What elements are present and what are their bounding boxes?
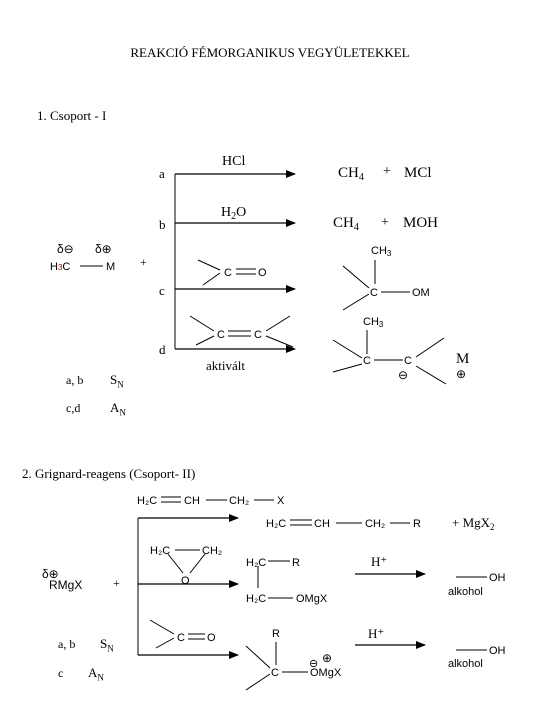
metal-atom: M bbox=[106, 261, 115, 273]
ketone-o: O bbox=[207, 632, 216, 644]
grignard-formula: RMgX bbox=[49, 578, 82, 592]
carbonyl-c: C bbox=[224, 267, 232, 279]
product-om: OM bbox=[412, 287, 430, 299]
section-1-heading: 1. Csoport - I bbox=[37, 108, 107, 123]
epoxide-product bbox=[257, 560, 293, 599]
product-mcl: MCl bbox=[404, 165, 432, 181]
page-title: REAKCIÓ FÉMORGANIKUS VEGYÜLETEKKEL bbox=[130, 45, 410, 60]
epoxide-product-h2c-bottom: H₂C bbox=[246, 593, 266, 605]
allyl-ch2: CH₂ bbox=[229, 495, 249, 507]
plus-a: + bbox=[383, 164, 391, 179]
mech-type-sn-2: SN bbox=[100, 636, 114, 654]
section-2-heading: 2. Grignard-reagens (Csoport- II) bbox=[22, 466, 196, 481]
mech-type-an-2: AN bbox=[88, 665, 104, 683]
product-d-c2: C bbox=[404, 355, 412, 367]
acid-2: H⁺ bbox=[368, 626, 384, 641]
product-ch4-b: CH4 bbox=[333, 215, 359, 233]
alkene-c2: C bbox=[254, 329, 262, 341]
metal-counterion: M bbox=[456, 351, 469, 367]
delta-minus: δ⊖ bbox=[57, 242, 74, 256]
alkohol-1: alkohol bbox=[448, 586, 483, 598]
branch-label-a: a bbox=[159, 166, 165, 181]
branch-label-c: c bbox=[159, 283, 165, 298]
ch3-c: CH3 bbox=[371, 245, 392, 258]
oh-1: OH bbox=[489, 572, 506, 584]
ketone-reagent bbox=[149, 619, 205, 649]
allyl-product bbox=[290, 519, 410, 526]
carbonyl-o: O bbox=[258, 267, 267, 279]
ketone-product-c: C bbox=[271, 667, 279, 679]
methyl-group: H3C bbox=[50, 261, 70, 273]
allyl-product-ch: CH bbox=[314, 518, 330, 530]
plus-sign: + bbox=[140, 255, 147, 269]
alkoxide-product bbox=[342, 260, 410, 311]
epoxide-ch2: CH₂ bbox=[202, 545, 222, 557]
ketone-product-minus: ⊖ bbox=[309, 658, 318, 670]
epoxide-o: O bbox=[181, 575, 190, 587]
carbanion-product bbox=[332, 330, 447, 385]
ketone-product-plus: ⊕ bbox=[322, 651, 332, 665]
alkene-c1: C bbox=[217, 329, 225, 341]
alkoxide-product-2 bbox=[245, 642, 308, 691]
alkohol-2: alkohol bbox=[448, 658, 483, 670]
mech-type-sn: SN bbox=[110, 372, 124, 390]
mgx2-byproduct: + MgX2 bbox=[452, 515, 495, 532]
mech-label-c-2: c bbox=[58, 666, 64, 680]
metal-plus: ⊕ bbox=[456, 367, 466, 381]
epoxide-product-omgx: OMgX bbox=[296, 593, 328, 605]
carbonyl-reagent bbox=[197, 259, 256, 286]
oh-2: OH bbox=[489, 645, 506, 657]
product-d-c1: C bbox=[363, 355, 371, 367]
plus-b: + bbox=[381, 215, 389, 230]
ketone-product-omgx: OMgX bbox=[310, 667, 342, 679]
branch-label-b: b bbox=[159, 217, 166, 232]
allyl-product-ch2: CH₂ bbox=[365, 518, 385, 530]
allyl-halide bbox=[161, 496, 274, 503]
branch-label-d: d bbox=[159, 342, 166, 357]
epoxide-h2c: H₂C bbox=[150, 545, 170, 557]
product-ch4-a: CH4 bbox=[338, 165, 364, 183]
mech-label-cd: c,d bbox=[66, 401, 81, 415]
ch3-d: CH3 bbox=[363, 316, 384, 329]
allyl-h2c: H₂C bbox=[137, 495, 157, 507]
reagent-hcl: HCl bbox=[222, 154, 245, 169]
alkene-reagent bbox=[189, 315, 294, 348]
delta-plus: δ⊕ bbox=[95, 242, 112, 256]
grignard-delta: δ⊕ bbox=[42, 567, 59, 581]
mech-label-ab-2: a, b bbox=[58, 637, 76, 651]
activated-label: aktivált bbox=[206, 358, 245, 373]
epoxide-ring bbox=[167, 549, 206, 574]
reagent-water: H2O bbox=[221, 205, 246, 222]
epoxide-product-r: R bbox=[292, 557, 300, 569]
allyl-ch: CH bbox=[184, 495, 200, 507]
product-moh: MOH bbox=[403, 215, 438, 231]
product-c-atom: C bbox=[370, 287, 378, 299]
epoxide-product-h2c-top: H₂C bbox=[246, 557, 266, 569]
mech-type-an: AN bbox=[110, 400, 126, 418]
ketone-product-r: R bbox=[272, 628, 280, 640]
mech-label-ab: a, b bbox=[66, 373, 84, 387]
acid-1: H⁺ bbox=[371, 554, 387, 569]
allyl-product-r: R bbox=[413, 518, 421, 530]
carbanion-minus: ⊖ bbox=[398, 368, 408, 382]
allyl-x: X bbox=[277, 495, 285, 507]
allyl-product-h2c: H₂C bbox=[266, 518, 286, 530]
grignard-plus: + bbox=[113, 576, 120, 590]
ketone-c: C bbox=[177, 632, 185, 644]
